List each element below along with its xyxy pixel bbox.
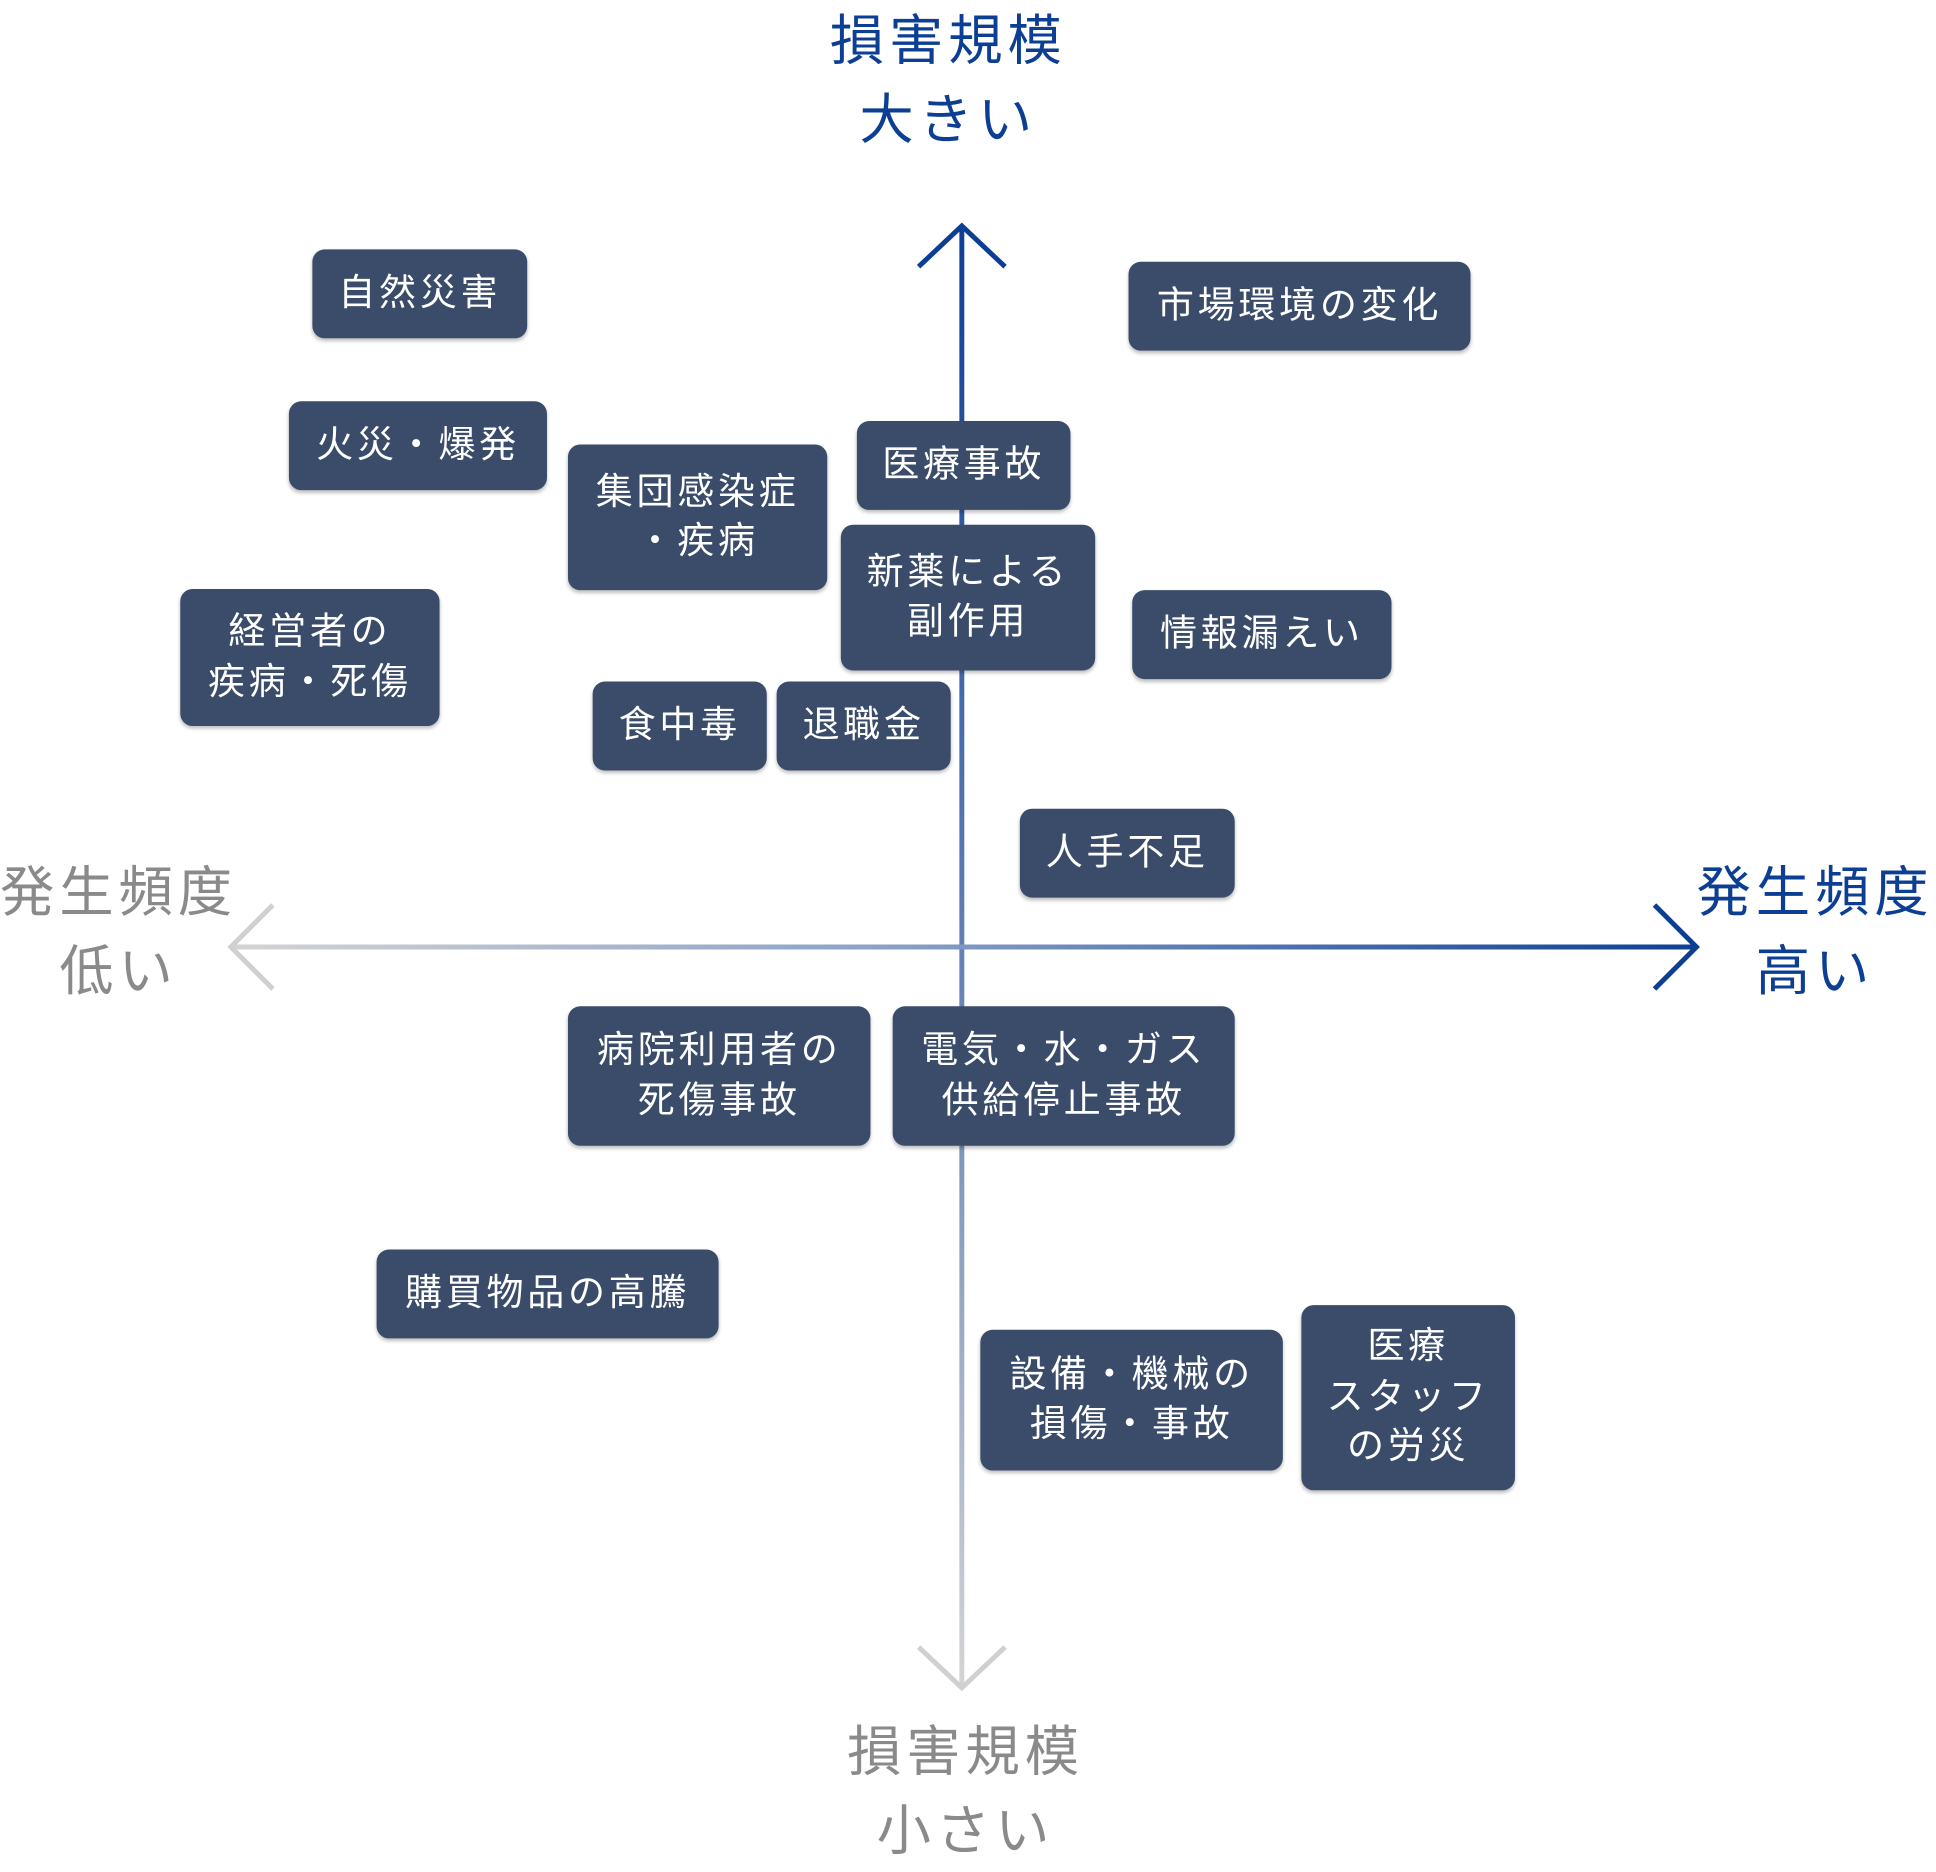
axis-left-sub: 低い: [59, 940, 178, 1004]
risk-mass-infection: 集団感染症 ・疾病: [567, 444, 828, 591]
arrow-left-icon: [227, 903, 275, 991]
risk-patient-injury: 病院利用者の 死傷事故: [567, 1006, 871, 1146]
axis-top-title: 損害規模: [829, 9, 1067, 73]
arrow-down-icon: [916, 1645, 1007, 1692]
risk-executive-illness: 経営者の 疾病・死傷: [180, 588, 440, 727]
axis-bottom-sub: 小さい: [876, 1799, 1055, 1863]
risk-new-drug-side-effects: 新薬による 副作用: [840, 524, 1096, 671]
risk-labor-shortage: 人手不足: [1019, 808, 1235, 898]
axis-right-sub: 高い: [1755, 940, 1875, 1004]
risk-market-change: 市場環境の変化: [1128, 261, 1471, 351]
risk-utility-outage: 電気・水・ガス 供給停止事故: [892, 1006, 1235, 1146]
axis-label-left: 発生頻度 低い: [0, 854, 237, 1012]
axis-left-title: 発生頻度: [0, 861, 238, 925]
risk-purchase-price-rise: 購買物品の高騰: [376, 1249, 719, 1339]
axis-right-title: 発生頻度: [1696, 861, 1934, 925]
risk-fire-explosion: 火災・爆発: [288, 401, 547, 491]
axis-top-sub: 大きい: [859, 88, 1038, 152]
arrow-right-icon: [1652, 903, 1700, 991]
axis-label-bottom: 損害規模 小さい: [847, 1714, 1084, 1872]
risk-staff-occupational-accident: 医療 スタッフ の労災: [1301, 1305, 1515, 1491]
risk-retirement-allowance: 退職金: [776, 681, 951, 771]
axis-bottom-title: 損害規模: [847, 1721, 1085, 1785]
risk-medical-accident: 医療事故: [856, 421, 1071, 510]
risk-information-leak: 情報漏えい: [1132, 590, 1392, 680]
axis-label-right: 発生頻度 高い: [1696, 854, 1933, 1012]
arrow-up-icon: [916, 222, 1007, 269]
risk-equipment-damage: 設備・機械の 損傷・事故: [980, 1329, 1283, 1471]
risk-natural-disaster: 自然災害: [312, 249, 528, 339]
axis-label-top: 損害規模 大きい: [830, 2, 1067, 160]
risk-food-poisoning: 食中毒: [592, 681, 767, 771]
